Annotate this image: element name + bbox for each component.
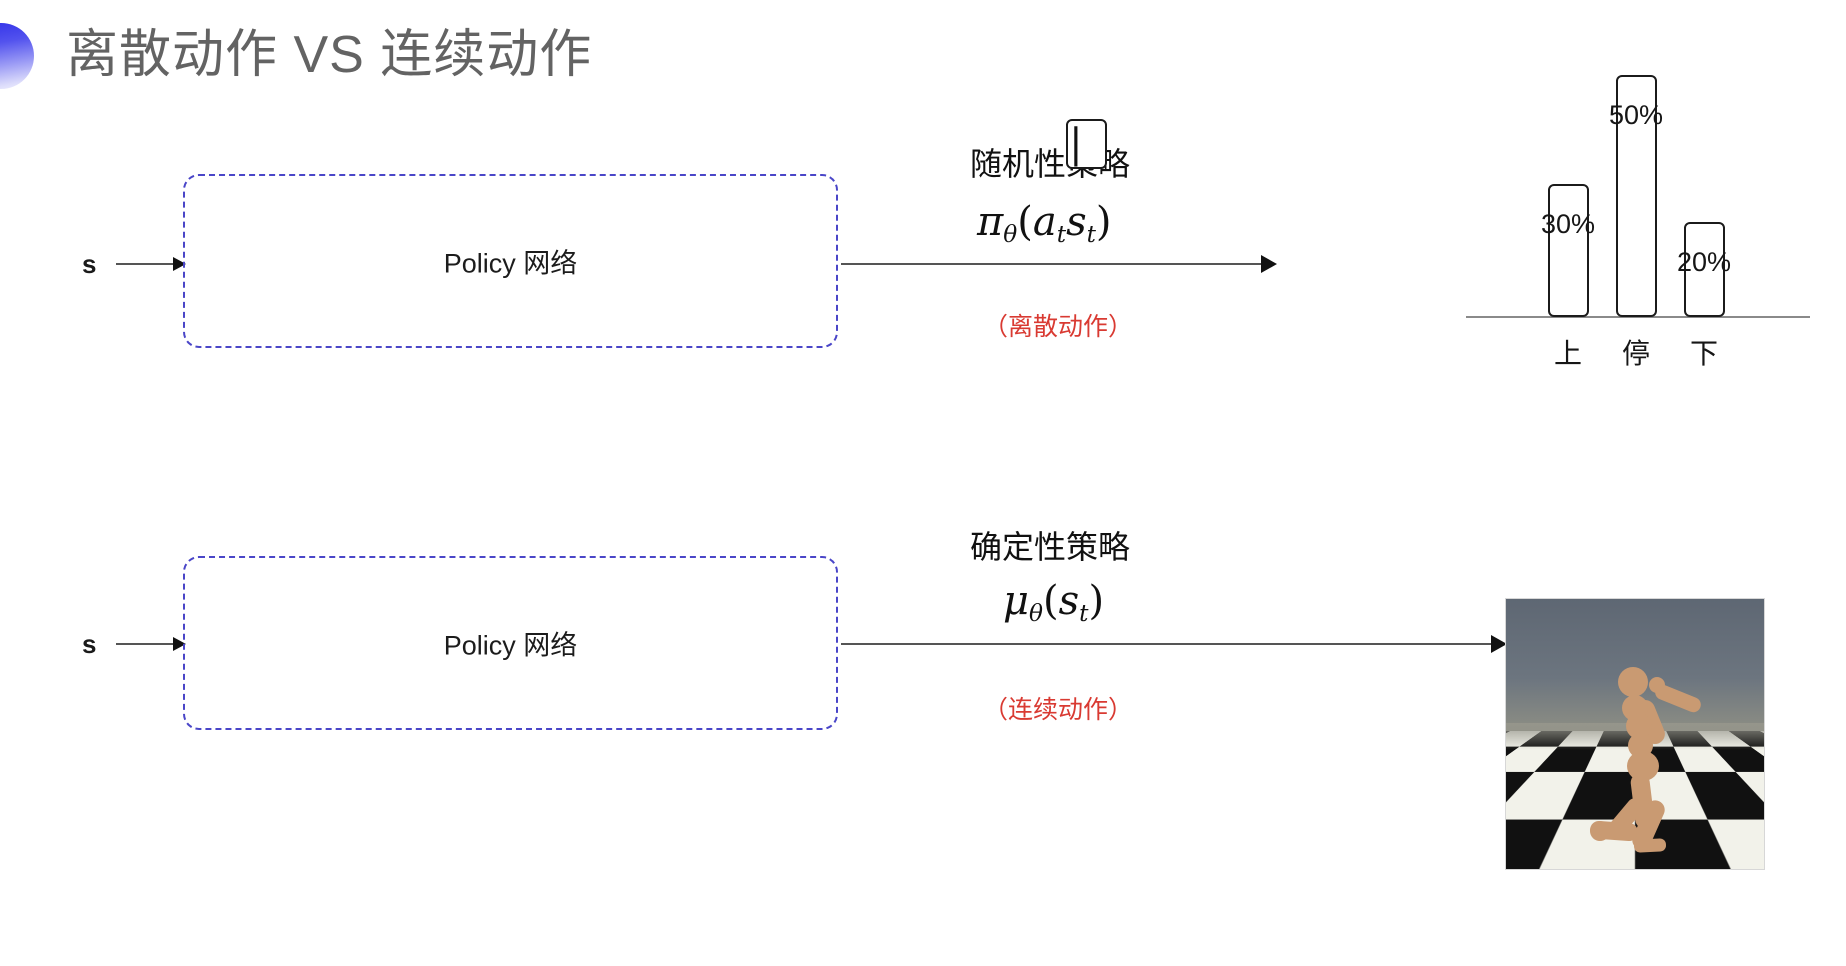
policy-network-box-continuous[interactable]: Policy 网络 (183, 556, 838, 730)
formula-symbol-pi: π (977, 199, 1003, 245)
action-note-discrete: （离散动作） (983, 307, 1133, 343)
formula-close-paren-2: ) (1088, 578, 1104, 624)
formula-arg-state-sub: t (1087, 221, 1096, 248)
arrow-policy-to-output-continuous (841, 643, 1505, 645)
title-bullet-icon (0, 23, 34, 89)
state-label-continuous: s (82, 629, 96, 660)
bar-value-label-0: 30% (1523, 209, 1613, 240)
bar-value-label-1: 50% (1591, 100, 1681, 131)
policy-caption-deterministic: 确定性策略 (970, 522, 1130, 568)
formula-open-paren: ( (1017, 199, 1033, 245)
humanoid-foot-right (1590, 821, 1610, 841)
humanoid-simulation-image (1505, 598, 1765, 870)
formula-open-paren-2: ( (1043, 578, 1059, 624)
formula-arg-action-sub: t (1057, 221, 1066, 248)
formula-close-paren: ) (1096, 199, 1112, 245)
policy-formula-stochastic: πθ(at|st) (977, 199, 1112, 248)
formula-conditional-bar: | (1066, 119, 1107, 169)
policy-network-label-discrete: Policy 网络 (185, 242, 836, 281)
policy-network-label-continuous: Policy 网络 (185, 624, 836, 663)
formula-subscript-theta: θ (1003, 221, 1017, 248)
page-title: 离散动作 VS 连续动作 (66, 22, 592, 88)
arrow-policy-to-output-discrete (841, 263, 1275, 265)
bar-category-label-1: 停 (1601, 332, 1671, 372)
humanoid-foot-left (1634, 838, 1667, 853)
bar-category-label-2: 下 (1669, 332, 1739, 372)
state-label-discrete: s (82, 249, 96, 280)
policy-formula-deterministic: μθ(st) (1003, 578, 1104, 627)
formula-subscript-theta-2: θ (1029, 600, 1043, 627)
formula-arg-state: s (1066, 199, 1087, 245)
formula-arg-action: a (1033, 199, 1057, 245)
action-note-continuous: （连续动作） (983, 690, 1133, 726)
bar-category-0 (1548, 184, 1589, 317)
arrow-state-to-policy-continuous (116, 643, 184, 645)
bar-category-label-0: 上 (1533, 332, 1603, 372)
arrow-state-to-policy-discrete (116, 263, 184, 265)
formula-arg-state-2: s (1059, 578, 1080, 624)
bar-value-label-2: 20% (1659, 247, 1749, 278)
humanoid-head (1618, 667, 1648, 697)
formula-symbol-mu: μ (1003, 578, 1029, 624)
discrete-action-bar-chart: 30% 上 50% 停 20% 下 (1466, 96, 1810, 396)
policy-network-box-discrete[interactable]: Policy 网络 (183, 174, 838, 348)
